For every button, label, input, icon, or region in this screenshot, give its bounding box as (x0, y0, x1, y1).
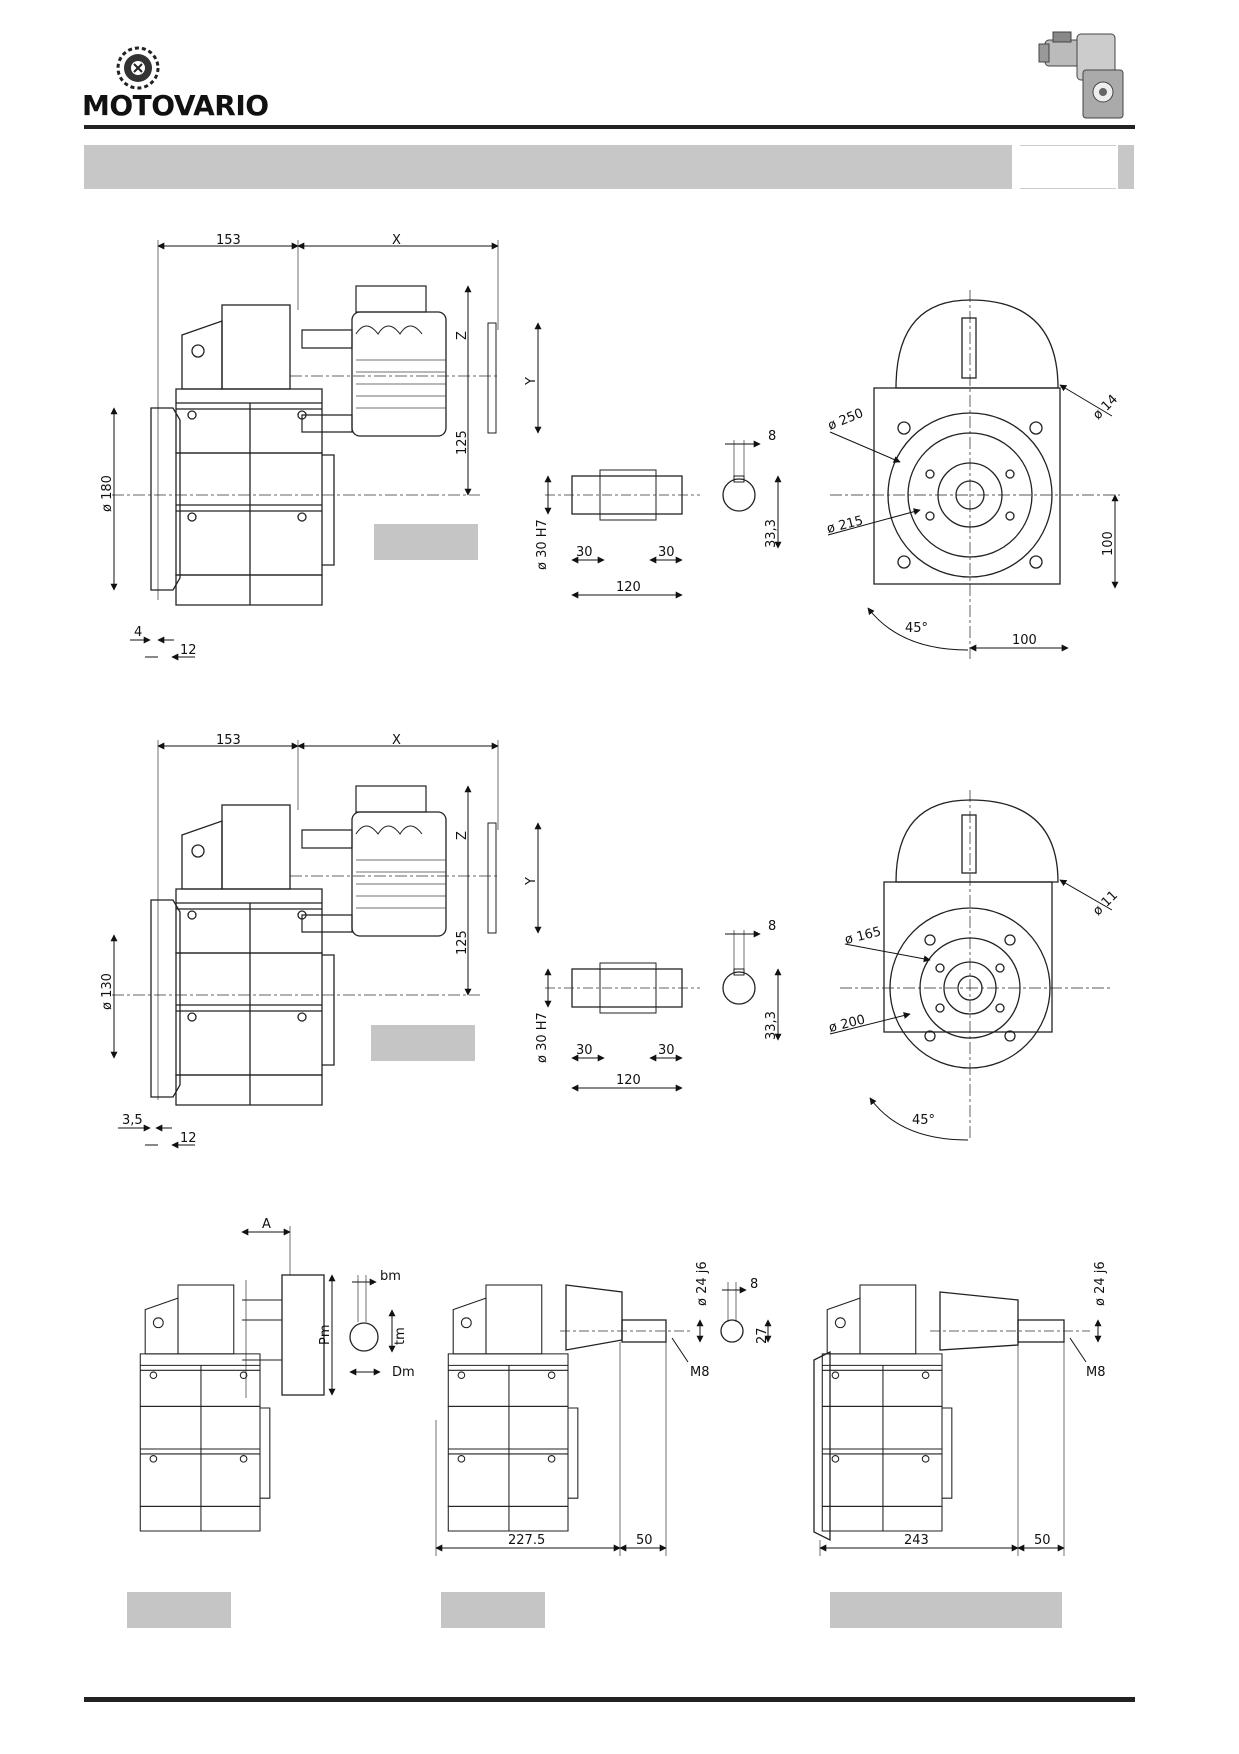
dim-8: 8 (768, 429, 776, 444)
dim-xb: X (392, 733, 401, 748)
front-view-2 (840, 790, 1110, 1140)
dim-d30h7b: ø 30 H7 (535, 1012, 550, 1063)
label-box-2 (371, 1025, 475, 1061)
front-view-1 (830, 290, 1120, 660)
shaft-detail-2: ø 30 H7 30 30 120 8 33,3 (535, 919, 782, 1092)
dim-8b: 8 (768, 919, 776, 934)
dim-100h: 100 (1012, 633, 1037, 648)
dim-45b: 45° (912, 1113, 935, 1128)
dim-4: 4 (134, 625, 142, 640)
dim-m8: M8 (690, 1365, 710, 1380)
dim-120: 120 (616, 580, 641, 595)
dim-50b: 50 (1034, 1533, 1051, 1548)
dim-120b: 120 (616, 1073, 641, 1088)
header-rule (84, 125, 1135, 129)
dim-z: Z (455, 331, 470, 340)
dim-50: 50 (636, 1533, 653, 1548)
dim-8c: 8 (750, 1277, 758, 1292)
logo-emblem-icon (116, 46, 160, 90)
bottom-view-c: ø 24 j6 M8 243 50 (813, 1261, 1108, 1556)
dim-153b: 153 (216, 733, 241, 748)
flange-outline (150, 407, 181, 591)
dim-100v: 100 (1101, 531, 1116, 556)
dim-zb: Z (455, 831, 470, 840)
title-band-end (1118, 145, 1134, 189)
dim-27: 27 (755, 1327, 770, 1344)
dim-d30h7: ø 30 H7 (535, 519, 550, 570)
dim-a: A (262, 1217, 271, 1232)
dim-153: 153 (216, 233, 241, 248)
dim-d250: ø 250 (826, 406, 866, 434)
motor-body (351, 311, 447, 437)
brand-name: MOTOVARIO (82, 89, 269, 122)
footer-rule (84, 1697, 1135, 1702)
gearmotor-thumbnail-icon (1037, 30, 1137, 122)
dim-2275: 227.5 (508, 1533, 545, 1548)
bottom-view-b: ø 24 j6 M8 8 27 227.5 50 (435, 1261, 772, 1556)
dim-yb: Y (524, 877, 539, 886)
dim-333b: 33,3 (764, 1011, 779, 1040)
dim-d215: ø 215 (825, 513, 864, 536)
dim-x: X (392, 233, 401, 248)
dim-333: 33,3 (764, 519, 779, 548)
dim-30b: 30 (658, 545, 675, 560)
dim-d165: ø 165 (843, 924, 882, 947)
title-band-separator (1012, 145, 1020, 189)
dim-y: Y (524, 377, 539, 386)
label-box-4 (441, 1592, 545, 1628)
dim-d11: ø 11 (1090, 888, 1121, 919)
dim-125b: 125 (455, 930, 470, 955)
title-band (84, 145, 1012, 189)
dim-243: 243 (904, 1533, 929, 1548)
brand-logo (82, 42, 262, 122)
dim-pm: Pm (318, 1324, 333, 1345)
label-box-1 (374, 524, 478, 560)
dim-125: 125 (455, 430, 470, 455)
dim-bm: bm (380, 1269, 401, 1284)
dim-d200: ø 200 (827, 1012, 866, 1035)
dim-12b: 12 (180, 1131, 197, 1146)
label-box-3 (127, 1592, 231, 1628)
side-view-2: 153 X Z 125 Y ø 130 3,5 12 (100, 733, 542, 1149)
dim-d180: ø 180 (100, 475, 115, 512)
dim-d130: ø 130 (100, 973, 115, 1010)
dim-d24j6b: ø 24 j6 (1093, 1261, 1108, 1306)
front-view-2-dims: ø 165 ø 11 ø 200 45° (827, 879, 1121, 1141)
bottom-view-a: A Pm bm tm Dm (139, 1217, 415, 1532)
dim-d14: ø 14 (1090, 392, 1121, 423)
label-box-5 (830, 1592, 1062, 1628)
dim-30a: 30 (576, 545, 593, 560)
dim-dm: Dm (392, 1365, 415, 1380)
dim-m8b: M8 (1086, 1365, 1106, 1380)
dim-45: 45° (905, 621, 928, 636)
dim-tm: tm (393, 1327, 408, 1345)
title-band-tab (1020, 145, 1116, 189)
dim-12: 12 (180, 643, 197, 658)
side-view-1: 153 X Z 125 Y ø 180 4 12 (100, 233, 542, 661)
front-view-1-dims: ø 250 ø 14 ø 215 100 100 45° (825, 384, 1121, 652)
dim-d24j6: ø 24 j6 (695, 1261, 710, 1306)
dim-30d: 30 (658, 1043, 675, 1058)
shaft-detail-1: ø 30 H7 30 30 120 8 33,3 (535, 429, 782, 599)
dim-30c: 30 (576, 1043, 593, 1058)
dim-35: 3,5 (122, 1113, 143, 1128)
